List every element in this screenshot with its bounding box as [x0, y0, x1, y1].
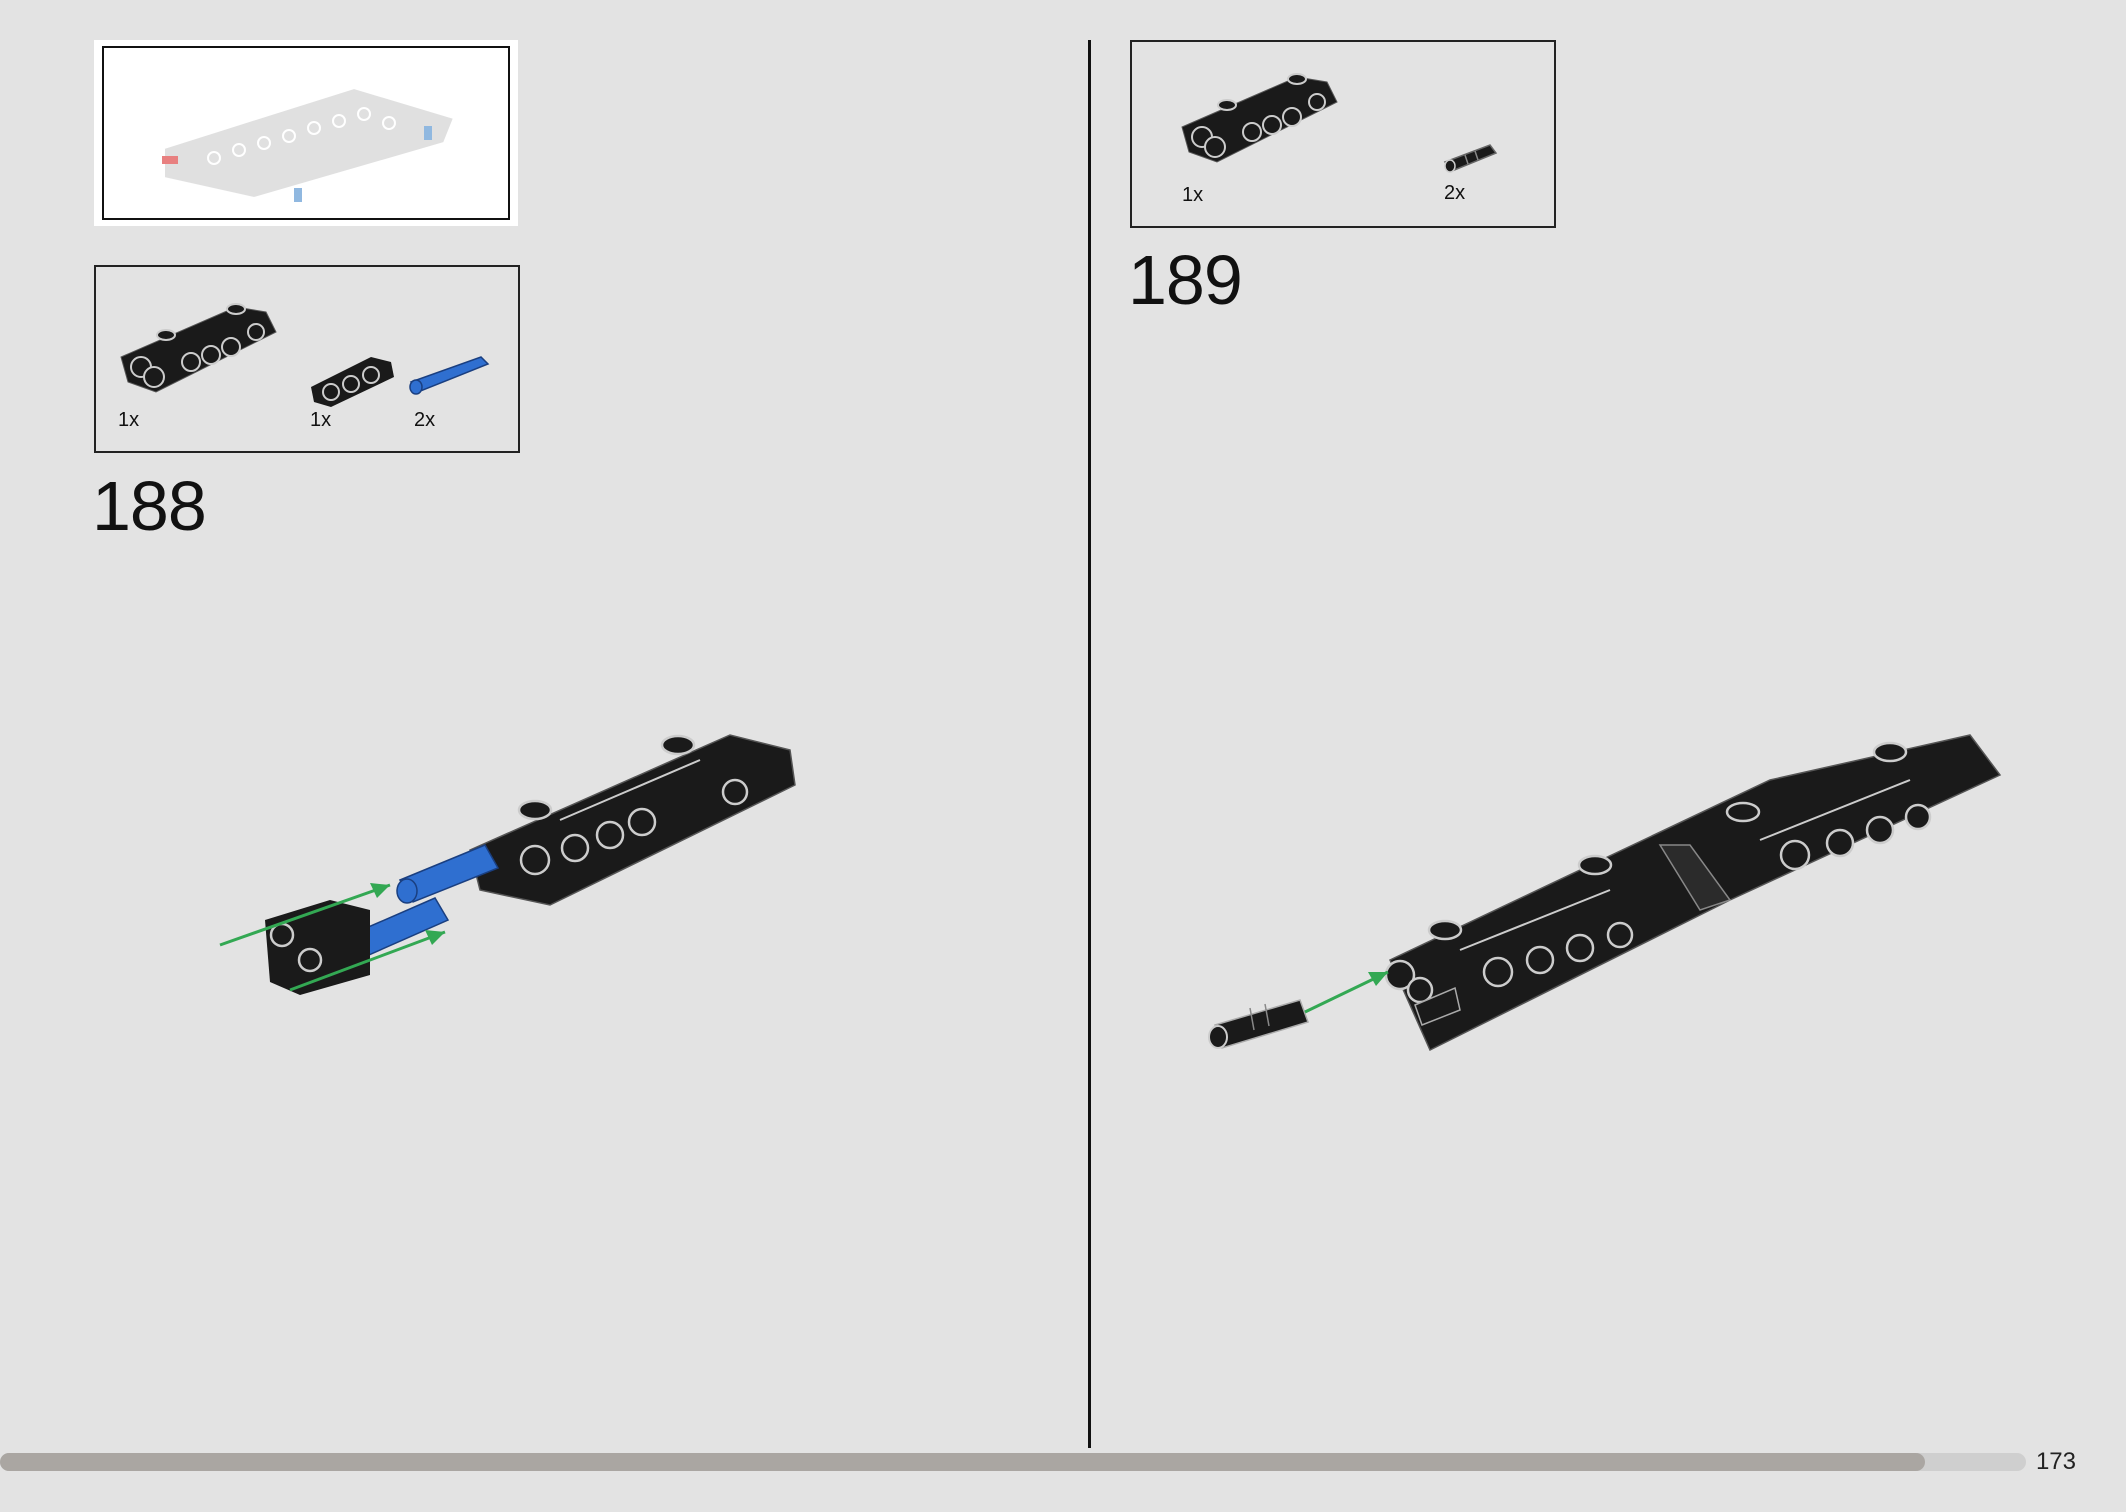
step-number: 188 — [92, 467, 207, 545]
part-qty: 1x — [1182, 184, 1204, 206]
part-qty: 2x — [414, 409, 436, 431]
black-short-beam-icon — [311, 357, 394, 407]
submodel-preview — [94, 40, 518, 226]
page-progress-bar — [0, 1453, 2026, 1471]
parts-list-step-188: 1x 1x 2x — [94, 265, 520, 453]
black-double-beam-icon — [120, 303, 277, 393]
part-qty: 1x — [310, 409, 332, 431]
page-number: 173 — [2035, 1448, 2076, 1475]
step-number: 189 — [1128, 241, 1243, 319]
part-qty: 1x — [118, 409, 140, 431]
part-qty: 2x — [1444, 182, 1466, 204]
blue-pin-icon — [409, 356, 490, 395]
step-188-illustration — [219, 734, 796, 995]
submodel-frame — [102, 46, 510, 220]
step-189-illustration — [1208, 734, 2002, 1052]
parts-list-step-189: 1x 2x — [1130, 40, 1556, 228]
page-progress-fill — [0, 1453, 1925, 1471]
black-double-beam-icon — [1181, 73, 1338, 163]
faded-assembly-icon — [162, 86, 456, 202]
black-pin-icon — [1443, 144, 1498, 173]
page-divider — [1088, 40, 1091, 1448]
